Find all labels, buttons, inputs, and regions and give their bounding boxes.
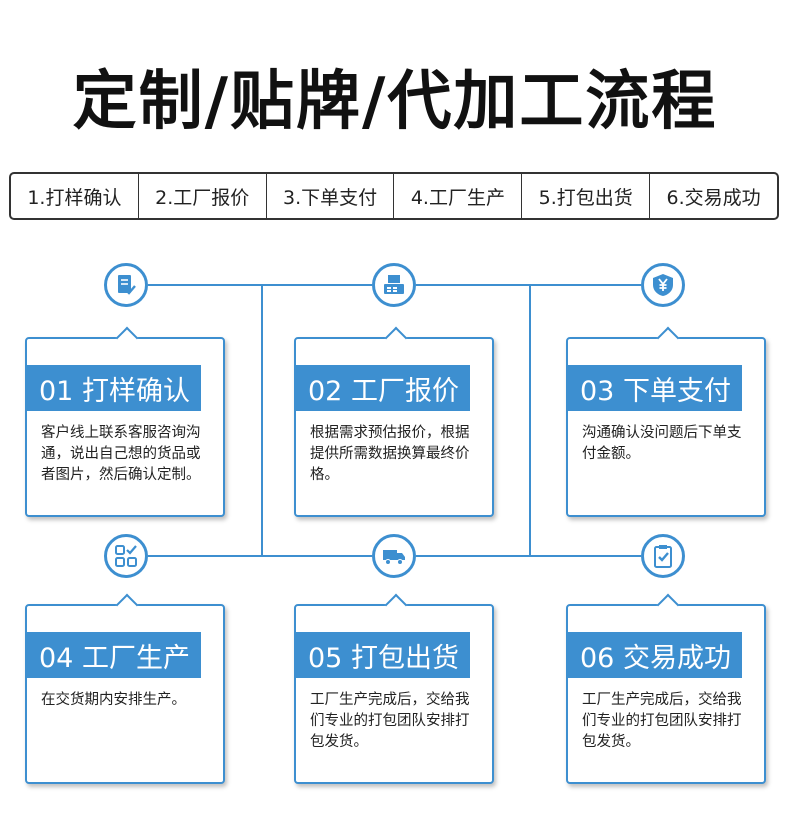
- step-card-1: 01 打样确认 客户线上联系客服咨询沟通，说出自己想的货品或者图片，然后确认定制…: [25, 326, 225, 517]
- card-header: 04 工厂生产: [25, 632, 201, 678]
- card-header: 03 下单支付: [566, 365, 742, 411]
- card-body: 工厂生产完成后，交给我们专业的打包团队安排打包发货。: [582, 692, 742, 750]
- step-4: 4.工厂生产: [394, 174, 523, 218]
- step-card-2: 02 工厂报价 根据需求预估报价，根据提供所需数据换算最终价格。: [294, 326, 494, 517]
- step-card-5: 05 打包出货 工厂生产完成后，交给我们专业的打包团队安排打包发货。: [294, 593, 494, 784]
- card-body: 沟通确认没问题后下单支付金额。: [582, 425, 742, 462]
- card-header: 05 打包出货: [294, 632, 470, 678]
- step-1: 1.打样确认: [11, 174, 139, 218]
- card-body: 工厂生产完成后，交给我们专业的打包团队安排打包发货。: [310, 692, 470, 750]
- card-header: 01 打样确认: [25, 365, 201, 411]
- yen-shield-icon: [641, 263, 685, 307]
- page-title: 定制/贴牌/代加工流程: [72, 65, 718, 139]
- card-body: 客户线上联系客服咨询沟通，说出自己想的货品或者图片，然后确认定制。: [41, 425, 201, 483]
- card-body: 在交货期内安排生产。: [41, 692, 186, 708]
- card-header: 02 工厂报价: [294, 365, 470, 411]
- card-body: 根据需求预估报价，根据提供所需数据换算最终价格。: [310, 425, 470, 483]
- step-card-4: 04 工厂生产 在交货期内安排生产。: [25, 593, 225, 784]
- grid-check-icon: [104, 534, 148, 578]
- step-2: 2.工厂报价: [139, 174, 267, 218]
- step-card-6: 06 交易成功 工厂生产完成后，交给我们专业的打包团队安排打包发货。: [566, 593, 766, 784]
- card-header: 06 交易成功: [566, 632, 742, 678]
- steps-bar: 1.打样确认 2.工厂报价 3.下单支付 4.工厂生产 5.打包出货 6.交易成…: [9, 172, 779, 220]
- step-card-3: 03 下单支付 沟通确认没问题后下单支付金额。: [566, 326, 766, 517]
- truck-icon: [372, 534, 416, 578]
- clipboard-check-icon: [641, 534, 685, 578]
- document-check-icon: [104, 263, 148, 307]
- step-6: 6.交易成功: [666, 186, 761, 209]
- step-5: 5.打包出货: [522, 174, 651, 218]
- step-3: 3.下单支付: [267, 174, 395, 218]
- cash-register-icon: [372, 263, 416, 307]
